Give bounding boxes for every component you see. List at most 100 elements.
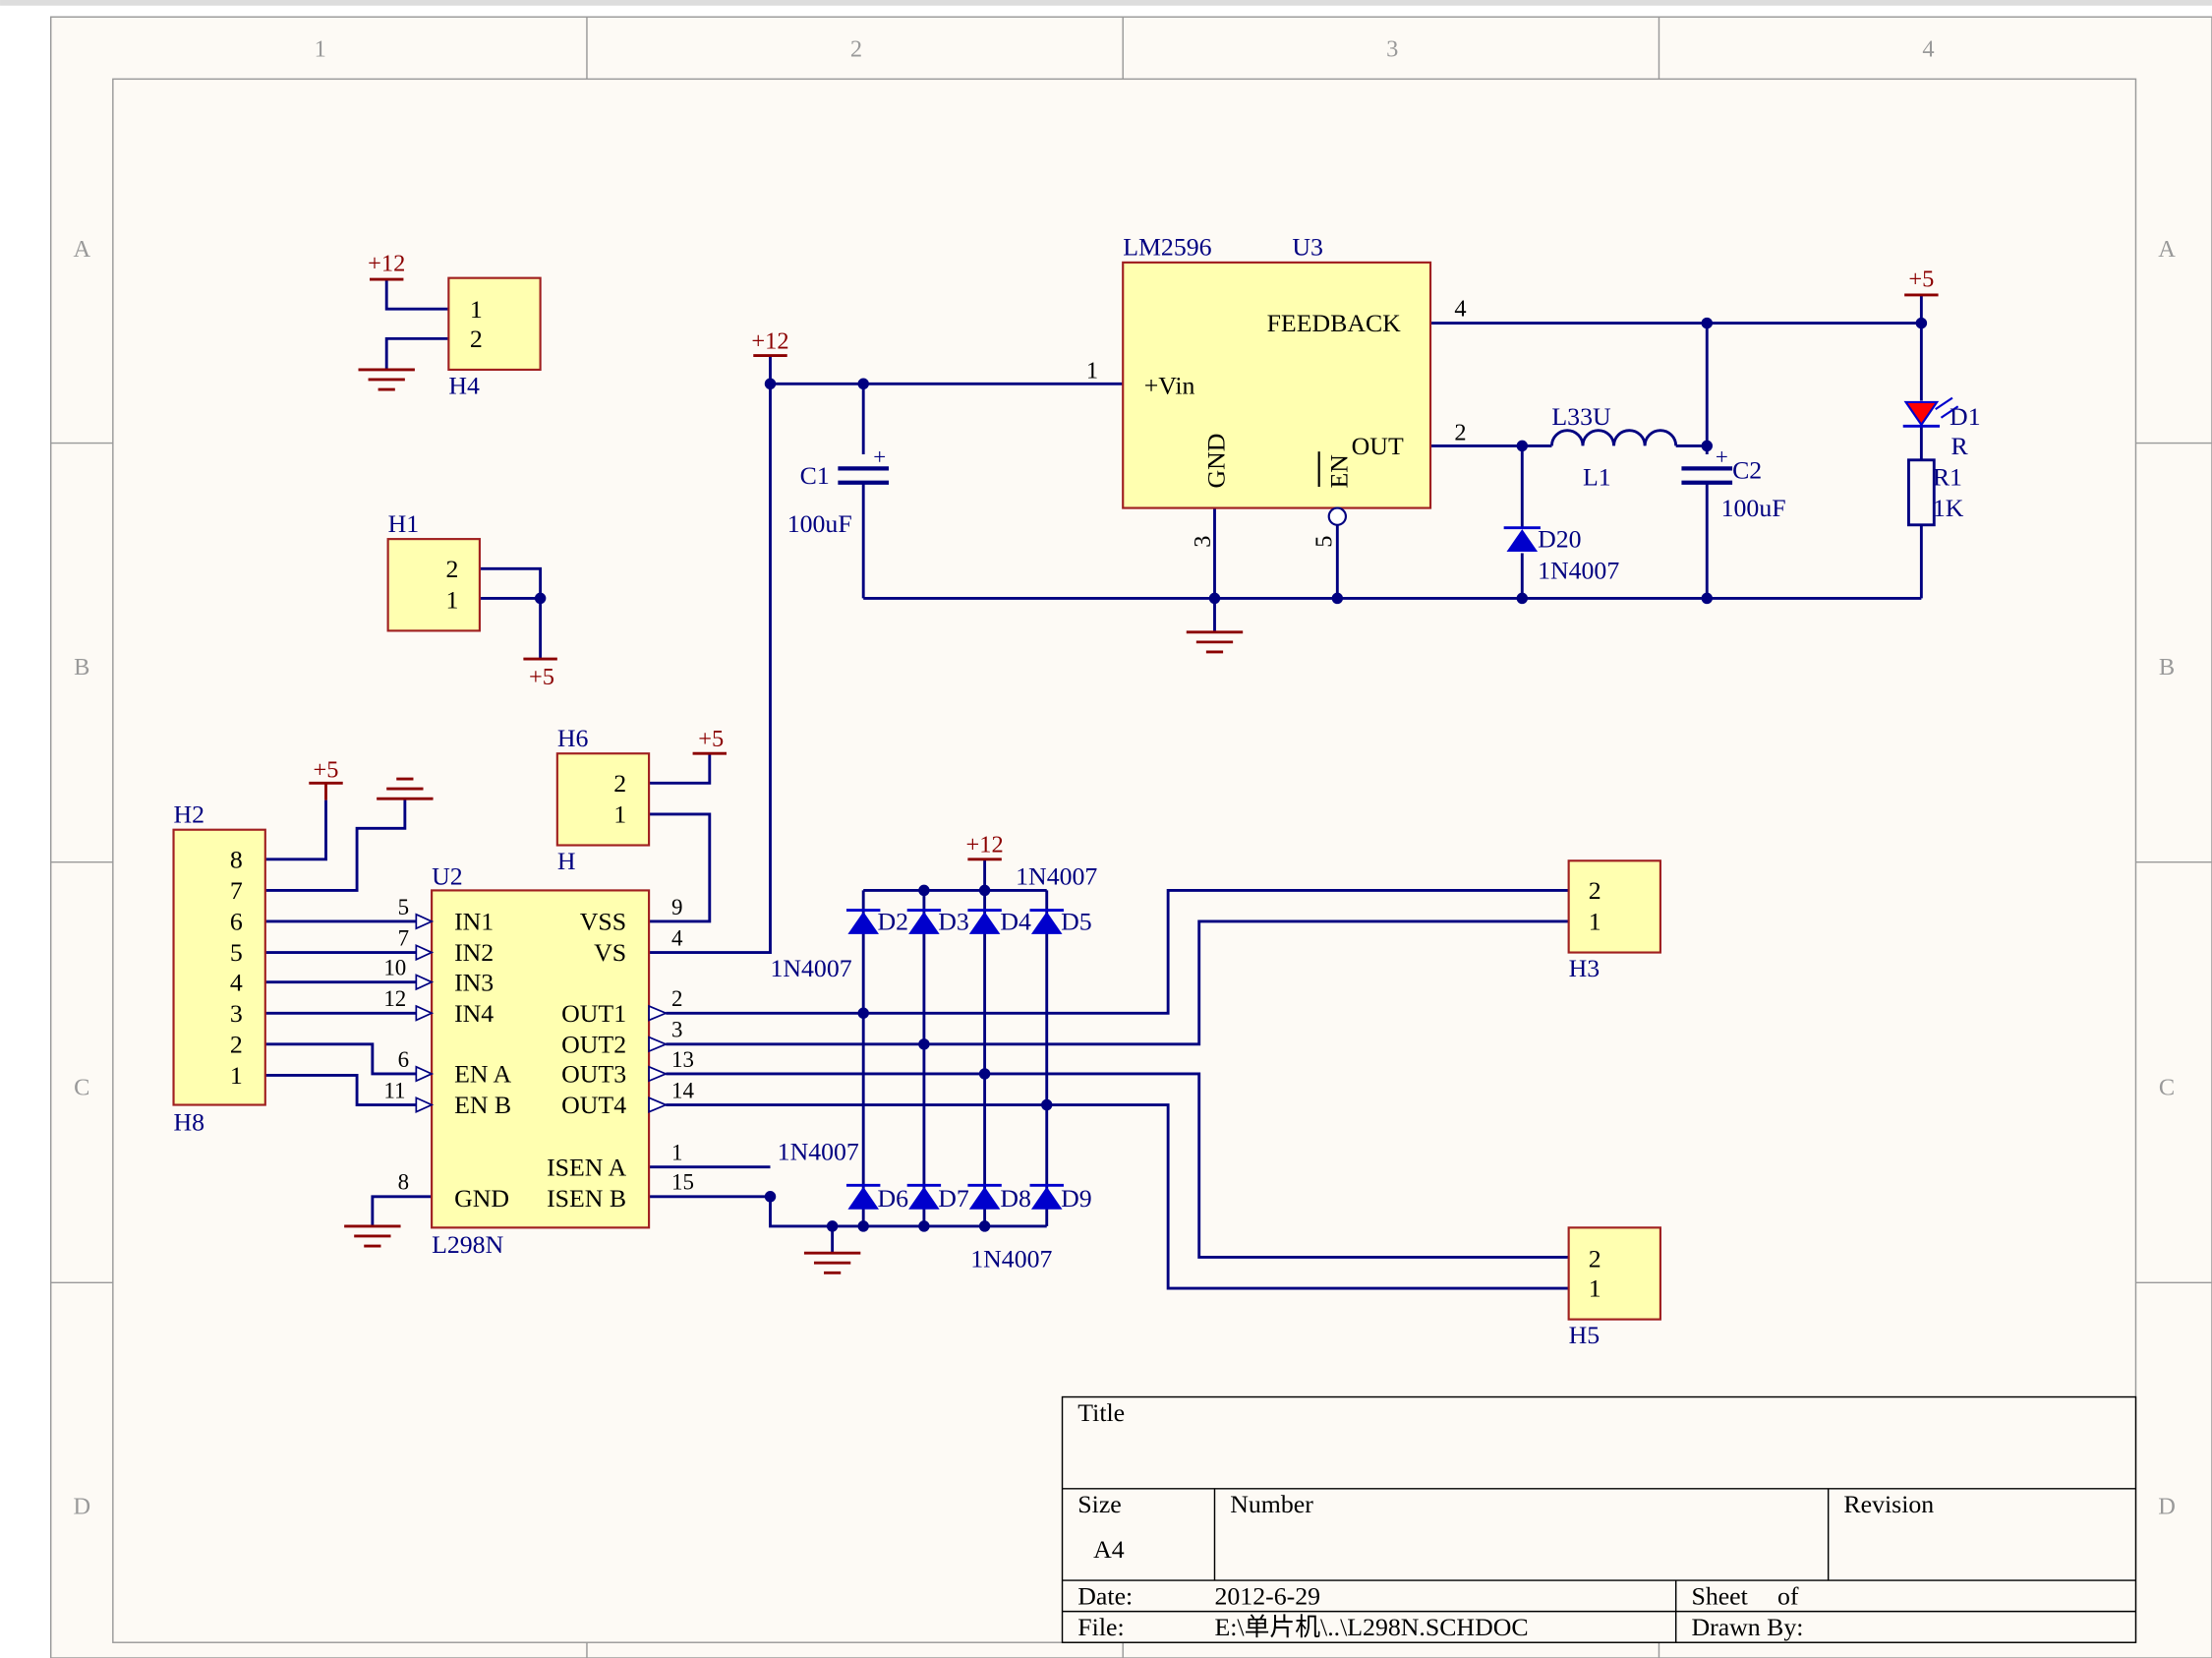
d1-led[interactable]: D1 R — [1902, 396, 1981, 460]
h6-designator: H6 — [557, 724, 589, 752]
u3-part: LM2596 — [1123, 233, 1211, 262]
h1-pin-2: 2 — [445, 555, 458, 583]
h6-header[interactable]: 2 1 H6 H — [555, 724, 651, 875]
h3-designator: H3 — [1569, 954, 1601, 982]
of-label: of — [1777, 1581, 1799, 1610]
power-label-p5-led: +5 — [1908, 266, 1934, 292]
file-label: File: — [1077, 1613, 1124, 1641]
u3-out-label: OUT — [1352, 432, 1404, 460]
h5-pin-2: 2 — [1589, 1245, 1601, 1273]
drawn-by-label: Drawn By: — [1691, 1613, 1803, 1641]
date-value: 2012-6-29 — [1214, 1581, 1320, 1610]
diode-bottom-value-bottom: 1N4007 — [970, 1245, 1052, 1273]
u3-designator: U3 — [1292, 233, 1323, 262]
zone-row-c-left: C — [74, 1074, 89, 1100]
h2-comment: H8 — [174, 1107, 205, 1136]
power-label-p12-h4: +12 — [368, 250, 405, 276]
size-label: Size — [1077, 1490, 1121, 1518]
u2-pin-isena: 1 — [671, 1140, 682, 1164]
zone-row-d-left: D — [73, 1494, 90, 1520]
u3-lm2596[interactable]: LM2596 U3 FEEDBACK +Vin OUT GND EN 1 4 2… — [1086, 233, 1467, 548]
zone-row-c-right: C — [2159, 1074, 2175, 1100]
u3-en-label: EN — [1324, 454, 1353, 489]
h1-header[interactable]: 2 1 H1 — [386, 509, 481, 632]
u2-pin-ena: 6 — [398, 1047, 409, 1072]
u2-pin-isenb: 15 — [671, 1170, 694, 1195]
c1-capacitor[interactable]: + C1 100uF — [787, 444, 890, 538]
diode-d3-label: D3 — [938, 908, 969, 936]
diode-d7-label: D7 — [938, 1184, 969, 1213]
h5-header[interactable]: 2 1 H5 — [1567, 1226, 1661, 1349]
power-label-p5-h6: +5 — [698, 726, 724, 752]
u2-enb-label: EN B — [454, 1091, 511, 1119]
u2-designator: U2 — [432, 862, 463, 891]
r1-resistor[interactable]: R1 1K — [1907, 458, 1964, 527]
zone-row-b-right: B — [2159, 654, 2175, 681]
u2-isena-label: ISEN A — [547, 1153, 626, 1181]
h4-pin-2: 2 — [470, 325, 483, 353]
u2-out4-label: OUT4 — [561, 1091, 626, 1119]
diode-d5-label: D5 — [1061, 908, 1092, 936]
u3-pin-out: 2 — [1454, 420, 1466, 446]
u3-pin-gnd: 3 — [1190, 536, 1216, 548]
u2-gnd-label: GND — [454, 1184, 509, 1213]
u2-pin-gnd: 8 — [398, 1170, 409, 1195]
h4-header[interactable]: 1 2 H4 — [447, 276, 542, 400]
power-label-p12-rail: +12 — [751, 327, 788, 354]
u2-pin-out4: 14 — [671, 1078, 694, 1102]
u2-out2-label: OUT2 — [561, 1030, 626, 1058]
h2-designator: H2 — [174, 800, 205, 829]
u3-pin-en: 5 — [1311, 536, 1338, 548]
c1-plus-icon: + — [873, 444, 886, 469]
h2-pin-5: 5 — [230, 938, 243, 967]
power-label-p5-h2: +5 — [314, 757, 339, 784]
size-value: A4 — [1093, 1535, 1125, 1564]
h2-header[interactable]: 8 7 6 5 4 3 2 1 H2 H8 — [172, 800, 266, 1137]
h2-pin-7: 7 — [230, 876, 243, 905]
u2-pin-in4: 12 — [383, 986, 406, 1011]
u2-pin-vss: 9 — [671, 895, 682, 919]
diode-top-value-left: 1N4007 — [770, 954, 851, 982]
c2-designator: C2 — [1732, 455, 1762, 484]
u2-in1-label: IN1 — [454, 908, 494, 936]
title-block: Title Size A4 Number Revision Date: 2012… — [1061, 1395, 2137, 1643]
c2-value: 100uF — [1721, 494, 1786, 522]
d20-designator: D20 — [1538, 525, 1581, 554]
sheet-label: Sheet — [1691, 1581, 1748, 1610]
ground-symbol-u3 — [1186, 630, 1244, 654]
diode-d6-label: D6 — [878, 1184, 909, 1213]
diode-bridge[interactable]: D2 D3 D4 D5 1N4007 1N4007 D6 D7 D8 D9 1N… — [770, 862, 1097, 1273]
zone-row-a-left: A — [73, 236, 90, 263]
u2-pin-out3: 13 — [671, 1047, 694, 1072]
u2-out3-label: OUT3 — [561, 1060, 626, 1089]
diode-d9-label: D9 — [1061, 1184, 1092, 1213]
l1-value: L33U — [1551, 402, 1611, 431]
h3-pin-1: 1 — [1589, 908, 1601, 936]
r1-value: 1K — [1933, 494, 1964, 522]
number-label: Number — [1230, 1490, 1313, 1518]
revision-label: Revision — [1843, 1490, 1934, 1518]
h2-pin-6: 6 — [230, 908, 243, 936]
ground-symbol-u2 — [344, 1224, 401, 1248]
h2-pin-2: 2 — [230, 1030, 243, 1058]
h5-designator: H5 — [1569, 1321, 1601, 1349]
u3-gnd-label: GND — [1202, 434, 1231, 489]
u2-out1-label: OUT1 — [561, 999, 626, 1028]
d20-value: 1N4007 — [1538, 556, 1619, 584]
r1-designator: R1 — [1933, 463, 1962, 492]
d20-diode[interactable]: D20 1N4007 — [1503, 525, 1620, 585]
file-value: E:\单片机\..\L298N.SCHDOC — [1214, 1613, 1528, 1641]
h3-header[interactable]: 2 1 H3 — [1567, 859, 1661, 982]
h6-comment: H — [557, 847, 576, 875]
u2-pin-vs: 4 — [671, 925, 683, 950]
h4-designator: H4 — [448, 371, 480, 399]
zone-col-4: 4 — [1922, 35, 1934, 62]
l1-inductor[interactable]: L33U L1 — [1549, 402, 1678, 492]
c2-plus-icon: + — [1716, 444, 1728, 469]
u2-l298n[interactable]: U2 L298N IN1 IN2 IN3 IN4 EN A EN B GND V… — [383, 862, 694, 1260]
zone-row-d-right: D — [2158, 1494, 2176, 1520]
c2-capacitor[interactable]: + C2 100uF — [1681, 444, 1786, 522]
h6-pin-1: 1 — [613, 800, 626, 829]
power-label-p12-bridge: +12 — [966, 832, 1004, 859]
